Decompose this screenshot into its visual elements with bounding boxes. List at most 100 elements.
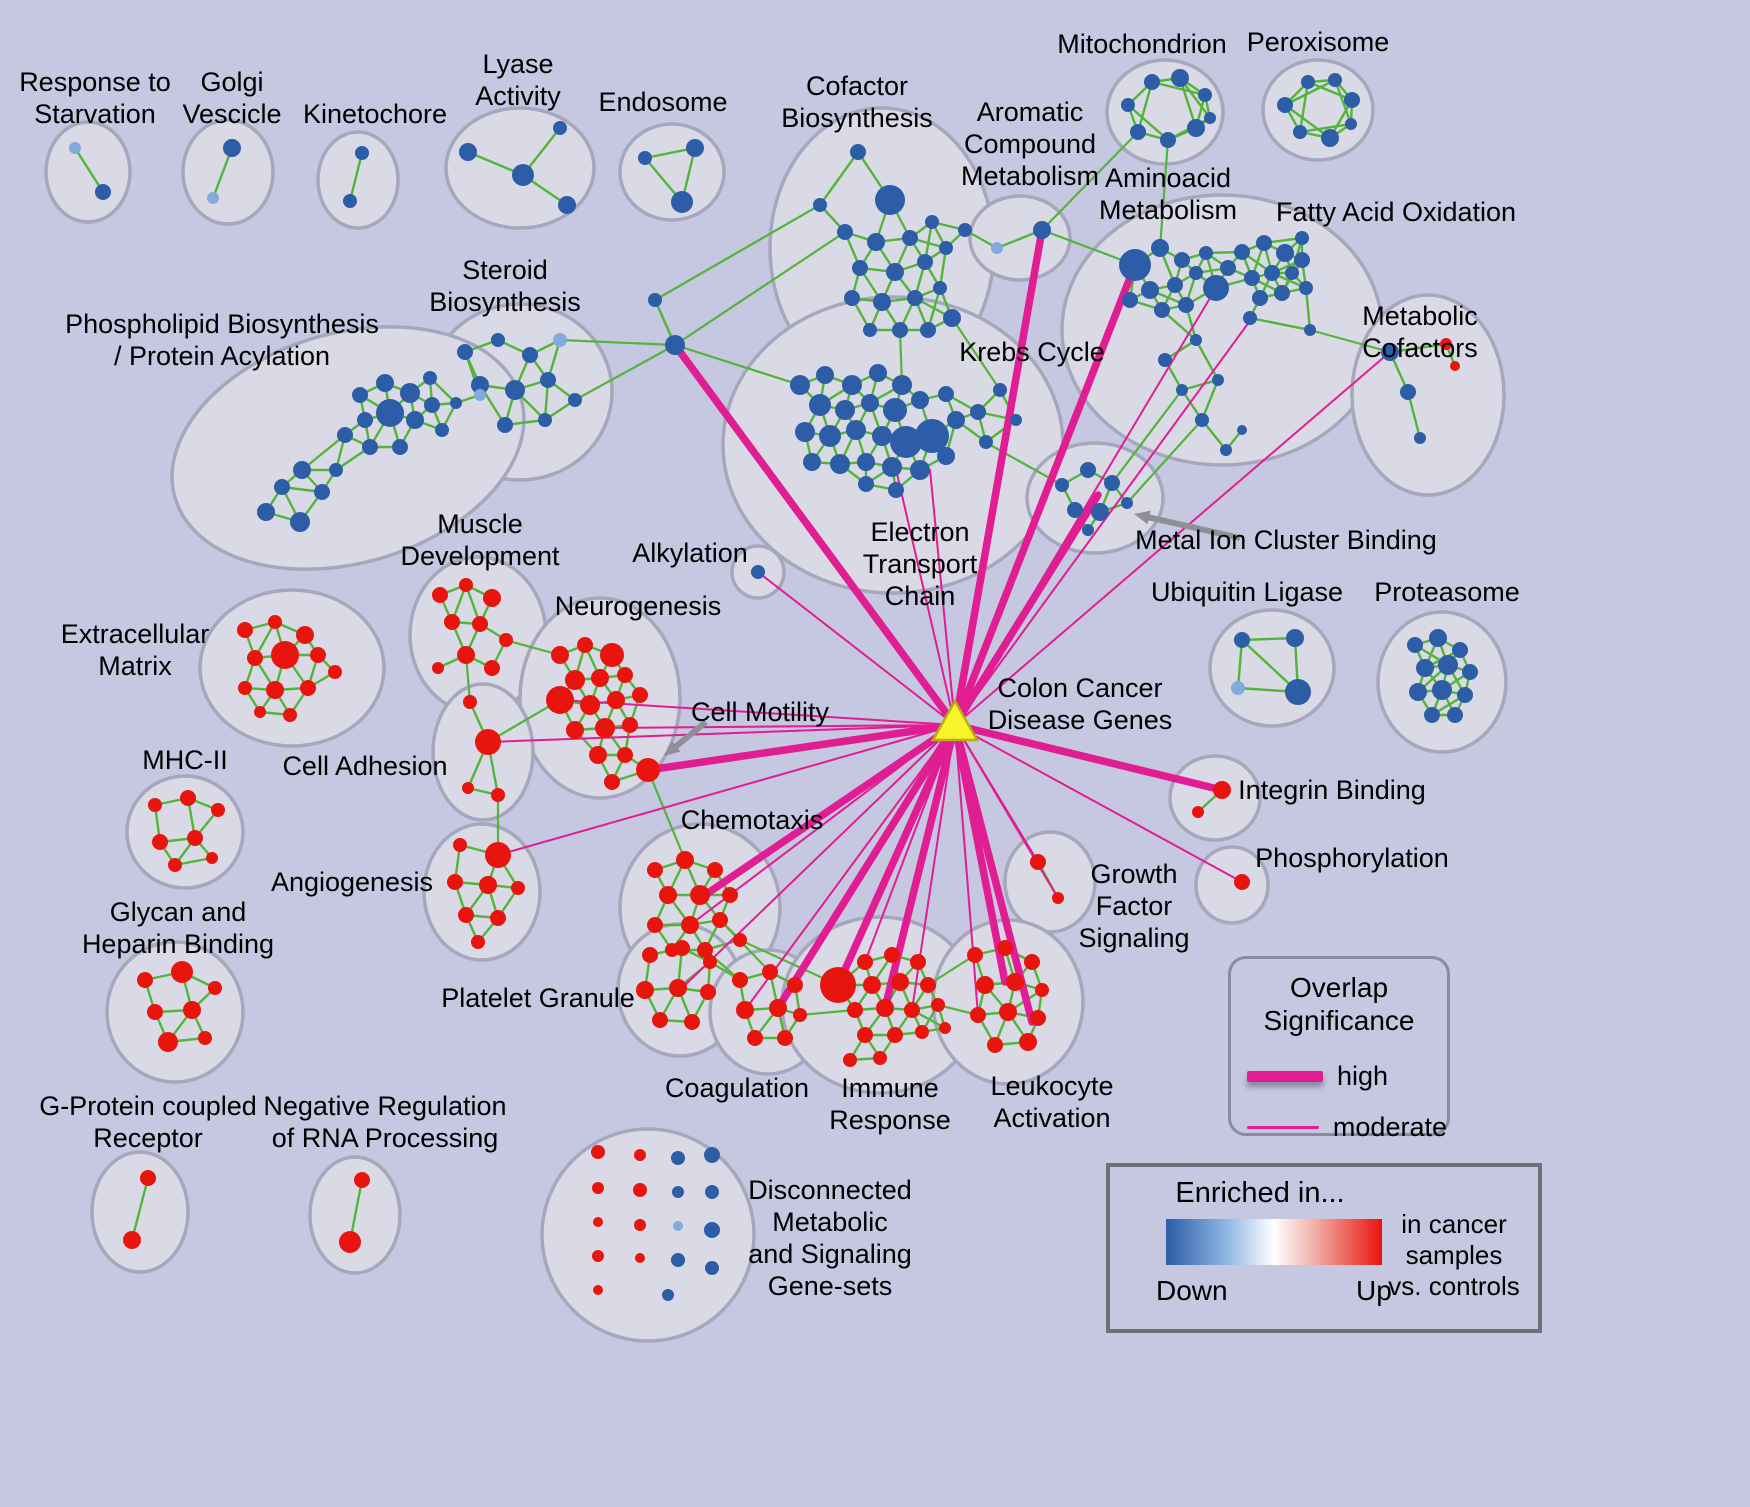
cofactor-biosynthesis-node: [958, 223, 972, 237]
mhc-ii-node: [206, 852, 218, 864]
context-line2: samples: [1405, 1240, 1503, 1270]
cofactor-biosynthesis-node: [813, 198, 827, 212]
overlap-edge-moderate: [954, 724, 1243, 883]
colon-cancer-hub-triangle: [930, 698, 980, 742]
overlap-edge-moderate: [954, 724, 979, 1016]
label-phospholipid-biosynthesis: Phospholipid Biosynthesis/ Protein Acyla…: [65, 309, 379, 371]
phospholipid-biosynthesis-node: [337, 427, 353, 443]
chemotaxis-node: [676, 851, 694, 869]
krebs-etc-node: [915, 419, 949, 453]
aminoacid-fatty-acid-node: [1299, 281, 1313, 295]
golgi-vescicle-node: [207, 192, 219, 204]
metabolic-cofactors-node: [1414, 432, 1426, 444]
aminoacid-fatty-acid-node: [1195, 413, 1209, 427]
aminoacid-fatty-acid-node: [1154, 302, 1170, 318]
negative-regulation-rna-node: [339, 1231, 361, 1253]
immune-response-node: [931, 998, 945, 1012]
glycan-heparin-binding-node: [198, 1031, 212, 1045]
aromatic-compound-metabolism-node: [991, 242, 1003, 254]
leukocyte-activation-node: [1024, 954, 1040, 970]
junction-node: [648, 293, 662, 307]
immune-response-node: [904, 1002, 920, 1018]
disconnected-genesets-node: [634, 1219, 646, 1231]
metabolic-cofactors-node: [1400, 384, 1416, 400]
cofactor-biosynthesis-node: [837, 224, 853, 240]
proteasome-node: [1452, 642, 1468, 658]
proteasome-node: [1462, 664, 1478, 680]
inter-cluster-edge: [646, 769, 687, 861]
mitochondrion-node: [1160, 132, 1176, 148]
inter-cluster-edge: [654, 204, 821, 301]
mitochondrion-edge: [1151, 80, 1206, 97]
neurogenesis-node: [607, 691, 625, 709]
aminoacid-fatty-acid-edge: [1249, 316, 1311, 332]
platelet-granule-node: [703, 955, 717, 969]
neurogenesis-node: [566, 721, 584, 739]
inter-cluster-edge: [719, 919, 771, 973]
leukocyte-activation-node: [1030, 1010, 1046, 1026]
leukocyte-activation-node: [1006, 973, 1024, 991]
angiogenesis-node: [490, 910, 506, 926]
chemotaxis-node: [659, 886, 677, 904]
chemotaxis-node: [697, 942, 713, 958]
metal-ion-cluster-binding-node: [1067, 502, 1083, 518]
g-protein-coupled-receptor-node: [140, 1170, 156, 1186]
krebs-etc-node: [938, 386, 954, 402]
extracellular-matrix-node: [254, 706, 266, 718]
aminoacid-fatty-acid-node: [1203, 275, 1229, 301]
inter-cluster-edge: [927, 954, 976, 986]
neurogenesis-node: [622, 717, 638, 733]
alkylation-node: [751, 565, 765, 579]
disconnected-genesets-node: [673, 1221, 683, 1231]
phospholipid-biosynthesis-node: [424, 397, 440, 413]
glycan-heparin-binding-node: [208, 981, 222, 995]
immune-response-node: [887, 1027, 903, 1043]
metal-ion-cluster-binding-node: [1121, 497, 1133, 509]
aminoacid-fatty-acid-node: [1174, 252, 1190, 268]
neurogenesis-node: [617, 667, 633, 683]
metal-ion-cluster-binding-node: [1055, 478, 1069, 492]
aminoacid-fatty-acid-node: [1176, 384, 1188, 396]
cofactor-biosynthesis-node: [886, 263, 904, 281]
neurogenesis-node: [565, 670, 585, 690]
inter-cluster-edge: [1041, 131, 1139, 231]
cell-adhesion-node: [475, 729, 501, 755]
platelet-granule-node: [636, 981, 654, 999]
inter-cluster-edge: [1111, 389, 1183, 484]
phospholipid-biosynthesis-node: [352, 387, 368, 403]
extracellular-matrix-node: [268, 615, 282, 629]
mitochondrion-node: [1187, 119, 1205, 137]
disconnected-genesets-node: [704, 1222, 720, 1238]
label-coagulation: Coagulation: [665, 1073, 809, 1103]
overlap-edge-high: [671, 341, 959, 729]
pointer-arrow: [669, 719, 708, 753]
coagulation-node: [736, 1001, 754, 1019]
aminoacid-fatty-acid-edge: [1304, 287, 1312, 331]
moderate-significance-label: moderate: [1332, 1112, 1447, 1142]
leukocyte-activation-node: [1019, 1033, 1037, 1051]
legend-overlap-title: Overlap Significance: [1231, 971, 1447, 1037]
krebs-etc-node: [993, 383, 1007, 397]
aminoacid-fatty-acid-node: [1244, 270, 1260, 286]
angiogenesis-node: [471, 935, 485, 949]
pointer-arrowhead: [664, 740, 681, 756]
coagulation-node: [777, 1030, 793, 1046]
cofactor-biosynthesis-node: [873, 293, 891, 311]
aminoacid-fatty-acid-node: [1234, 244, 1250, 260]
aminoacid-fatty-acid-node: [1243, 311, 1257, 325]
chemotaxis-node: [647, 917, 663, 933]
phospholipid-biosynthesis-node: [423, 371, 437, 385]
krebs-etc-node: [883, 398, 907, 422]
cofactor-biosynthesis-edge: [819, 151, 859, 206]
extracellular-matrix-node: [283, 708, 297, 722]
aminoacid-fatty-acid-node: [1122, 292, 1138, 308]
overlap-edge-moderate: [954, 287, 1217, 726]
disconnected-genesets-node: [662, 1289, 674, 1301]
cofactor-biosynthesis-node: [917, 254, 933, 270]
golgi-vescicle-region: [181, 118, 275, 226]
endosome-node: [638, 151, 652, 165]
phospholipid-biosynthesis-node: [376, 399, 404, 427]
pointer-arrowhead: [1134, 510, 1151, 525]
